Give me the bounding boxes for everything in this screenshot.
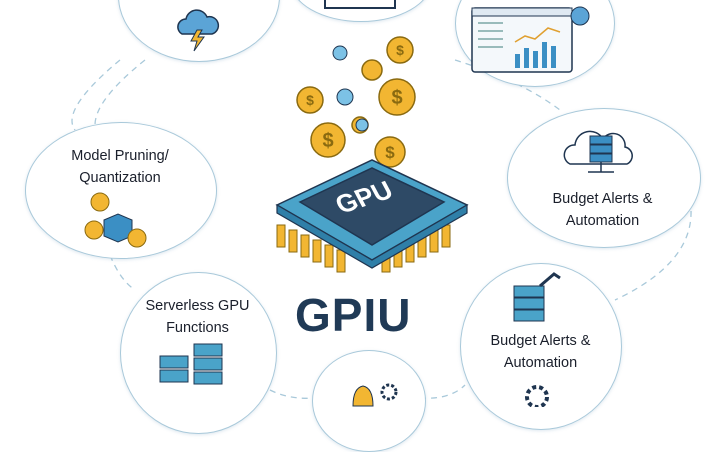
label-line: Automation — [565, 213, 640, 229]
coins-box-icon — [84, 192, 147, 248]
coin — [310, 122, 346, 158]
coin — [378, 78, 416, 116]
label-budget-alerts-right: Budget Alerts & Automation — [520, 188, 685, 232]
label-line: Serverless GPU — [145, 298, 250, 314]
server-stack-icon — [159, 343, 223, 385]
svg-text:$: $ — [396, 42, 404, 58]
cloud-server-icon — [563, 130, 633, 173]
label-line: Automation — [503, 355, 578, 371]
coin — [296, 86, 324, 114]
server-robot-arm-icon — [513, 272, 561, 322]
coin — [374, 136, 406, 168]
label-serverless: Serverless GPU Functions — [125, 295, 270, 339]
label-model-pruning: Model Pruning/ Quantization — [40, 145, 200, 189]
bell-gear-icon — [352, 383, 398, 407]
coin — [361, 59, 383, 81]
svg-text:$: $ — [391, 87, 402, 109]
label-line: Quantization — [79, 170, 161, 186]
coins-cluster: $ $ $ $ $ — [296, 36, 416, 168]
gpu-chip-icon — [275, 159, 469, 273]
coin — [386, 36, 414, 64]
label-line: Budget Alerts & — [552, 191, 653, 207]
label-budget-alerts-bottom: Budget Alerts & Automation — [468, 330, 613, 374]
svg-text:$: $ — [385, 143, 395, 162]
dashboard-chart-icon — [471, 6, 590, 73]
svg-text:$: $ — [322, 130, 333, 152]
center-title: GPIU — [295, 289, 412, 341]
node-budget-alerts-right[interactable] — [507, 108, 701, 248]
label-line: Model Pruning/ — [71, 148, 169, 164]
label-line: Functions — [166, 320, 229, 336]
document-icon — [324, 0, 396, 9]
label-line: Budget Alerts & — [490, 333, 591, 349]
gear-icon — [525, 385, 549, 407]
cloud-lightning-icon — [177, 9, 220, 52]
svg-text:$: $ — [306, 92, 314, 108]
